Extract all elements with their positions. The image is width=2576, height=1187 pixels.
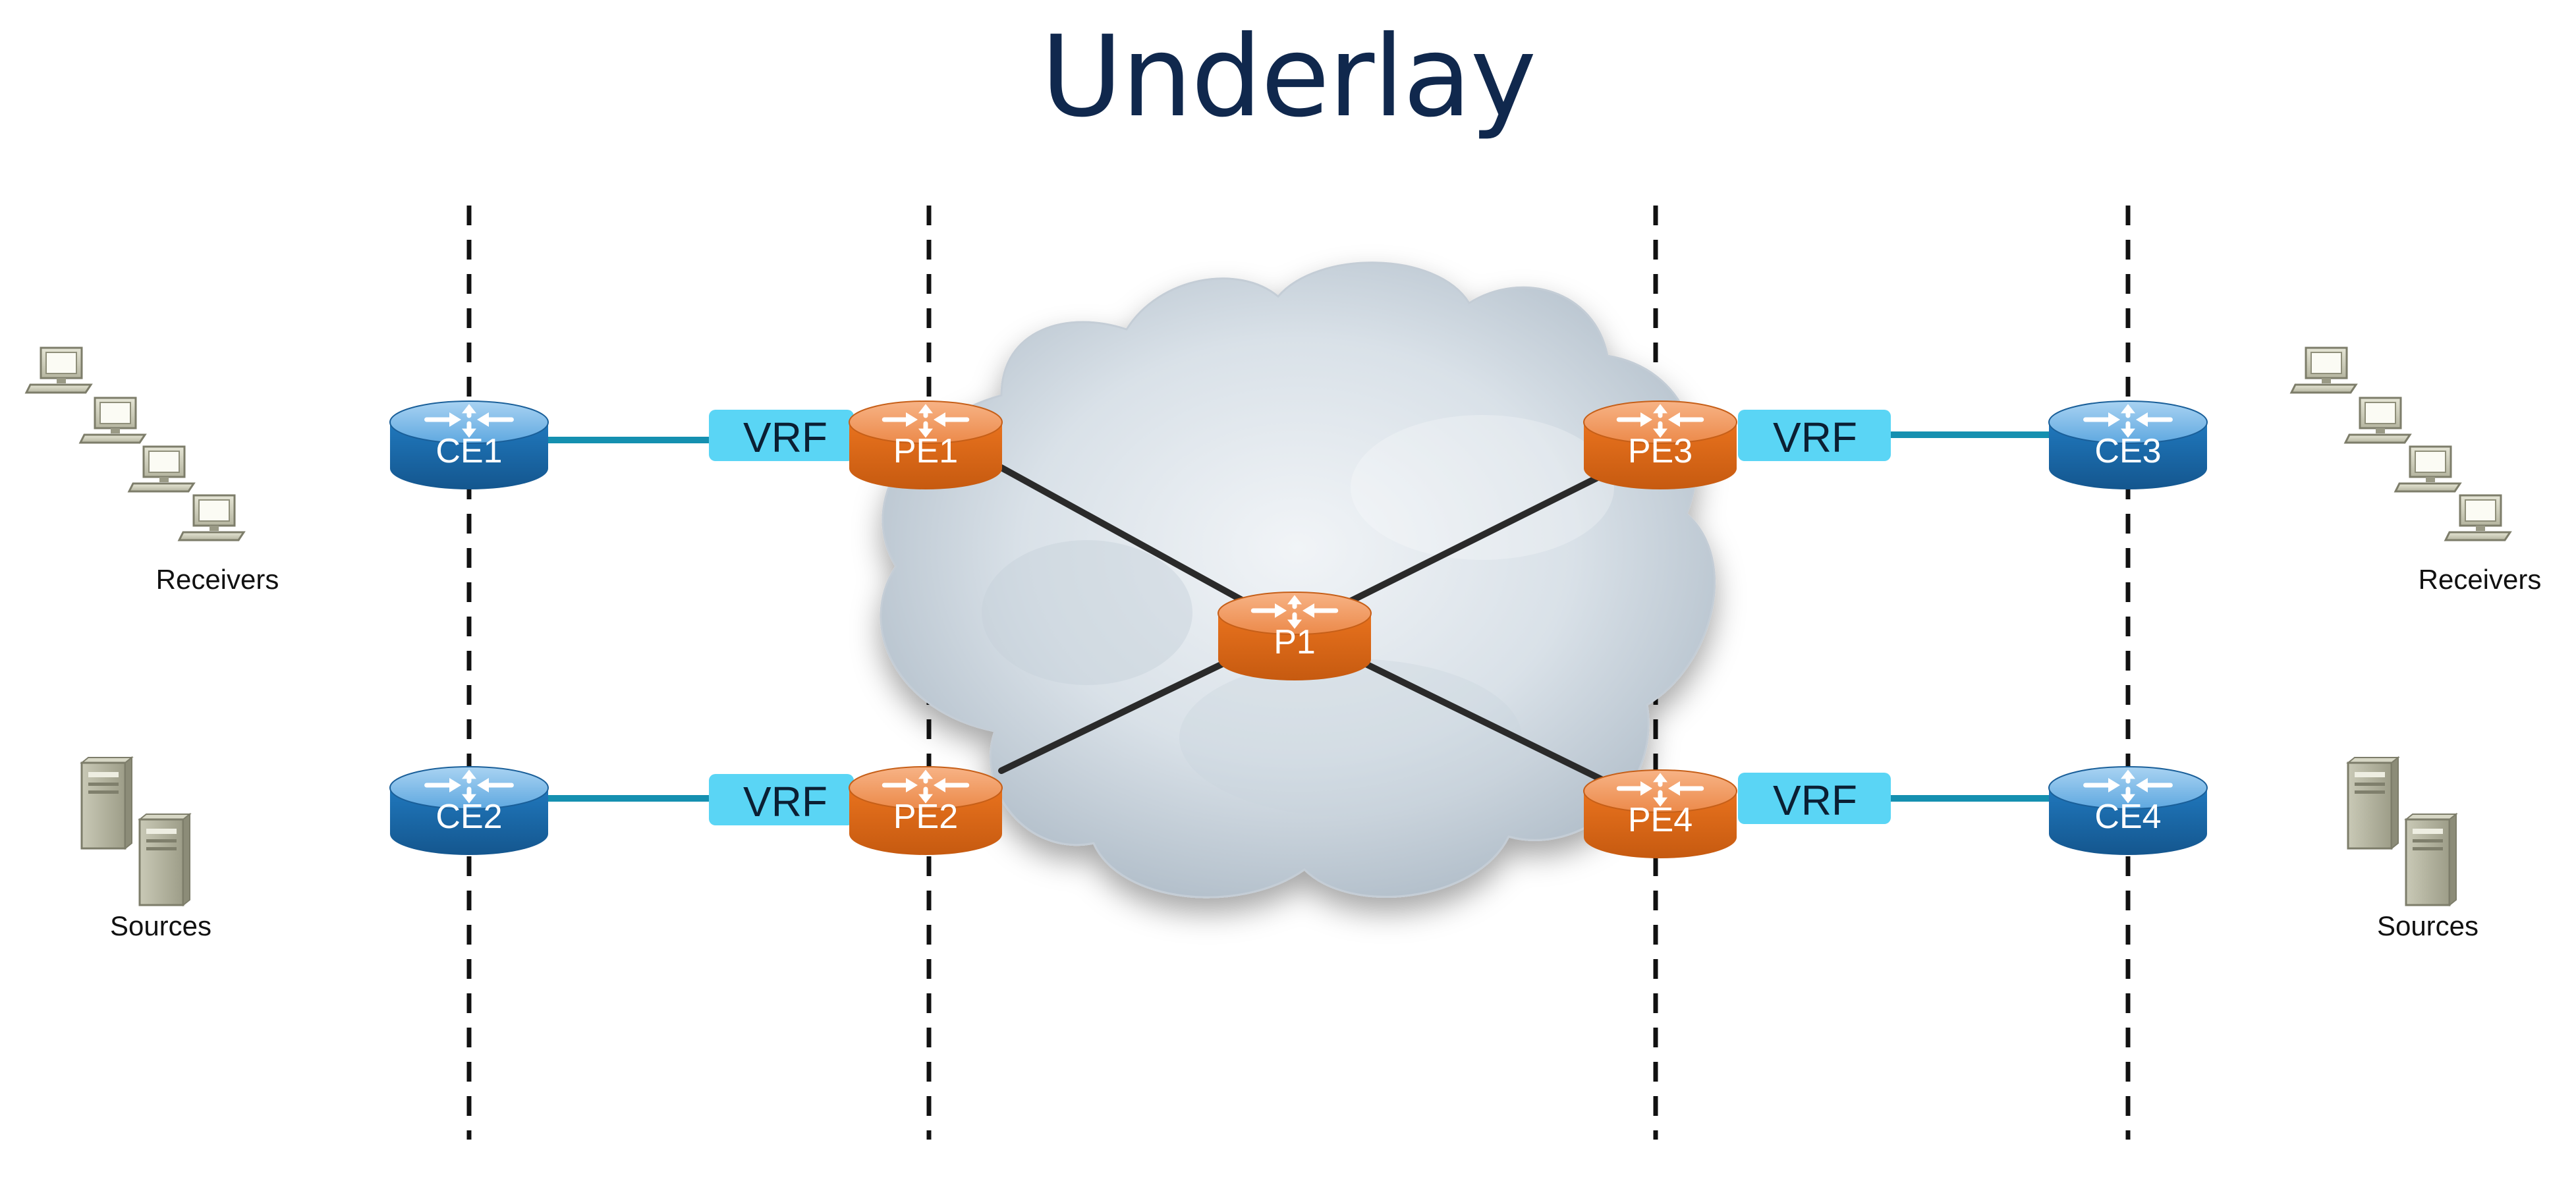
sources-label-right: Sources — [2376, 910, 2479, 941]
router-icon: CE2 — [389, 766, 549, 855]
domain-boundaries — [466, 206, 2131, 1140]
router-icon: PE4 — [1583, 769, 1737, 858]
workstation-icon — [127, 445, 196, 493]
router-label: PE3 — [1628, 432, 1693, 470]
vrf-box: VRF — [709, 774, 854, 825]
router-icon: PE1 — [849, 400, 1003, 489]
server-icon — [138, 812, 192, 907]
vrf-label: VRF — [1773, 414, 1857, 461]
access-links — [547, 431, 2056, 802]
hosts — [24, 346, 2512, 907]
receivers-label-left: Receivers — [155, 564, 279, 595]
vrf-label: VRF — [743, 778, 827, 825]
cloud-icon — [880, 262, 1716, 898]
diagram-title: Underlay — [1040, 12, 1537, 142]
router-label: PE2 — [893, 798, 958, 836]
vrf-box: VRF — [709, 410, 854, 461]
vrf-box: VRF — [1738, 410, 1891, 461]
workstation-icon — [177, 494, 246, 541]
router-label: PE1 — [893, 432, 958, 470]
workstation-icon — [24, 346, 93, 394]
sources-label-left: Sources — [109, 910, 212, 941]
workstation-icon — [2343, 397, 2412, 444]
server-icon — [2404, 812, 2458, 907]
router-icon: CE1 — [389, 400, 549, 489]
router-icon: CE4 — [2048, 766, 2208, 855]
server-icon — [80, 756, 134, 850]
router-label: CE4 — [2094, 798, 2161, 836]
router-icon: CE3 — [2048, 400, 2208, 489]
router-icon: P1 — [1218, 592, 1372, 680]
router-icon: PE2 — [849, 766, 1003, 855]
workstation-icon — [78, 397, 147, 444]
vrf-box: VRF — [1738, 773, 1891, 824]
server-icon — [2346, 756, 2400, 850]
router-label: P1 — [1274, 623, 1316, 661]
router-label: CE3 — [2094, 432, 2161, 470]
router-icon: PE3 — [1583, 400, 1737, 489]
vrf-label: VRF — [1773, 777, 1857, 824]
router-label: PE4 — [1628, 801, 1693, 839]
router-label: CE2 — [435, 798, 502, 836]
workstation-icon — [2289, 346, 2358, 394]
receivers-label-right: Receivers — [2418, 564, 2542, 595]
router-label: CE1 — [435, 432, 502, 470]
workstation-icon — [2394, 445, 2462, 493]
workstation-icon — [2444, 494, 2512, 541]
vrf-label: VRF — [743, 414, 827, 461]
